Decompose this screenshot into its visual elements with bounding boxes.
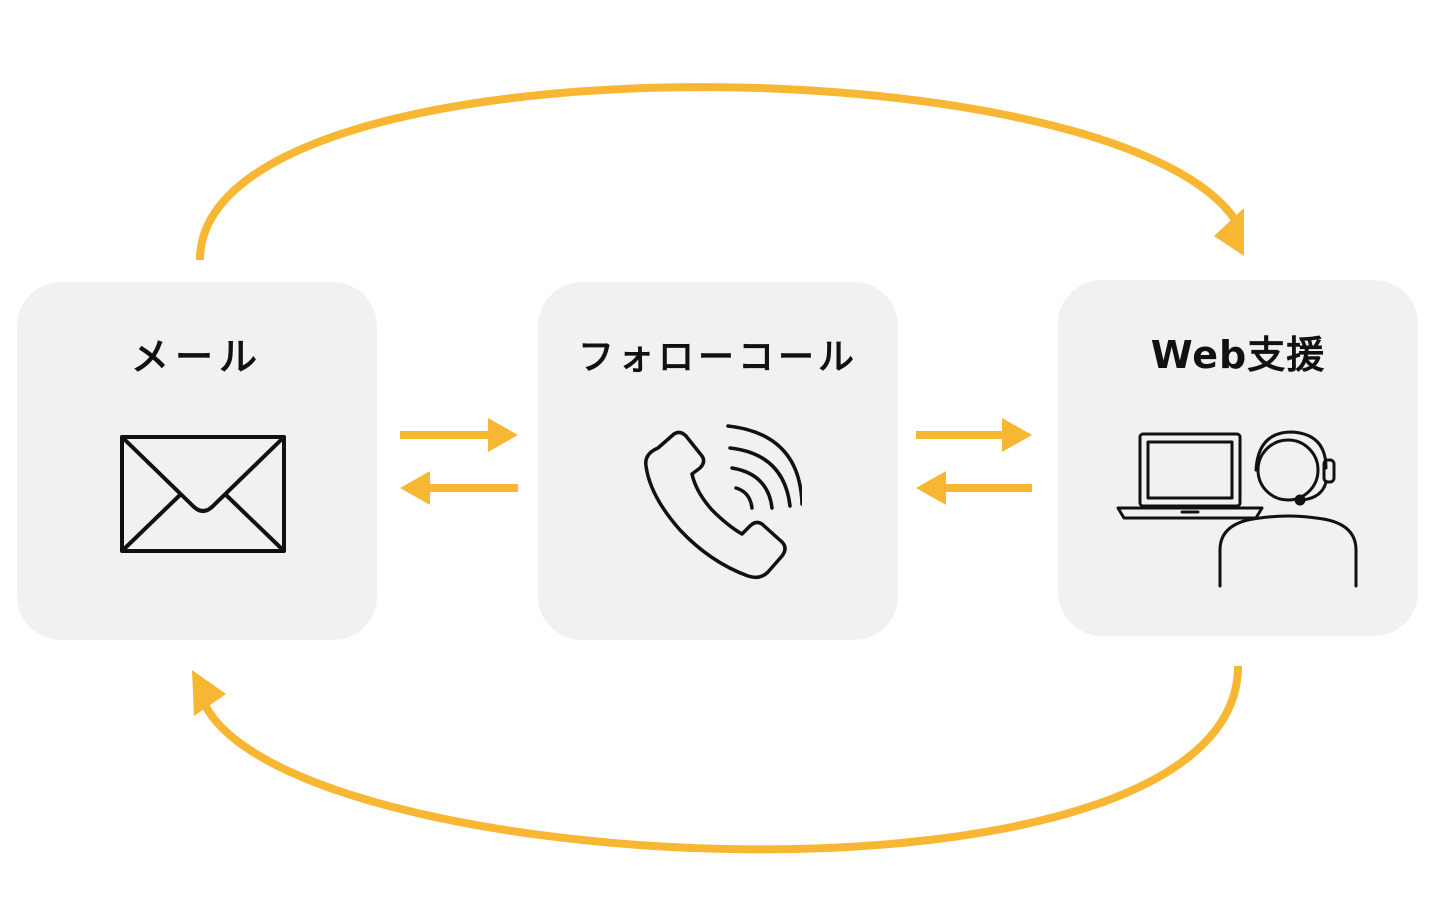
arrowhead-icon bbox=[1214, 208, 1244, 256]
envelope-icon bbox=[120, 435, 286, 553]
arrowhead-icon bbox=[1002, 418, 1032, 452]
node-follow-call-label: フォローコール bbox=[577, 337, 858, 378]
node-mail-label: メール bbox=[130, 335, 263, 379]
node-mail-card: メール bbox=[17, 282, 377, 640]
edge-web-to-mail-curve bbox=[198, 665, 1242, 854]
node-follow-call-card: フォローコール bbox=[538, 282, 898, 640]
edge-mail-to-web-curve bbox=[196, 83, 1244, 261]
arrowhead-icon bbox=[400, 471, 430, 505]
node-web-support-label: Web支援 bbox=[1150, 333, 1326, 377]
arrowhead-icon bbox=[488, 418, 518, 452]
phone-ringing-icon bbox=[644, 424, 802, 580]
node-web-support-card: Web支援 bbox=[1058, 280, 1418, 636]
arrowhead-icon bbox=[916, 471, 946, 505]
arrowhead-icon bbox=[192, 670, 226, 716]
operator-laptop-icon bbox=[1116, 430, 1358, 588]
